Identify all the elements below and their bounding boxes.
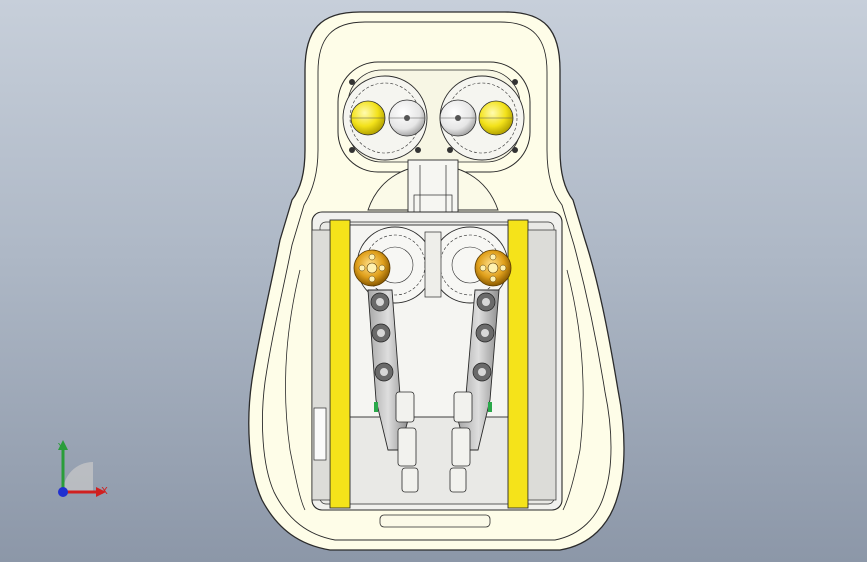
claw-left xyxy=(395,391,419,493)
claw-right xyxy=(449,391,473,493)
inner-contour xyxy=(262,21,612,541)
bottom-lip xyxy=(379,514,491,528)
side-sculpt-right xyxy=(562,269,584,511)
triad-graphic xyxy=(58,440,106,497)
side-sculpt-left xyxy=(285,269,306,511)
x-axis-label: X xyxy=(101,486,108,497)
yellow-rail-right xyxy=(507,219,529,509)
coordinate-triad[interactable]: Y X xyxy=(40,430,130,510)
yellow-rail-left xyxy=(329,219,351,509)
gold-roller-left xyxy=(353,249,391,287)
side-slot xyxy=(313,407,327,461)
gold-roller-right xyxy=(474,249,512,287)
y-axis-label: Y xyxy=(58,442,65,453)
z-axis-dot xyxy=(58,487,68,497)
